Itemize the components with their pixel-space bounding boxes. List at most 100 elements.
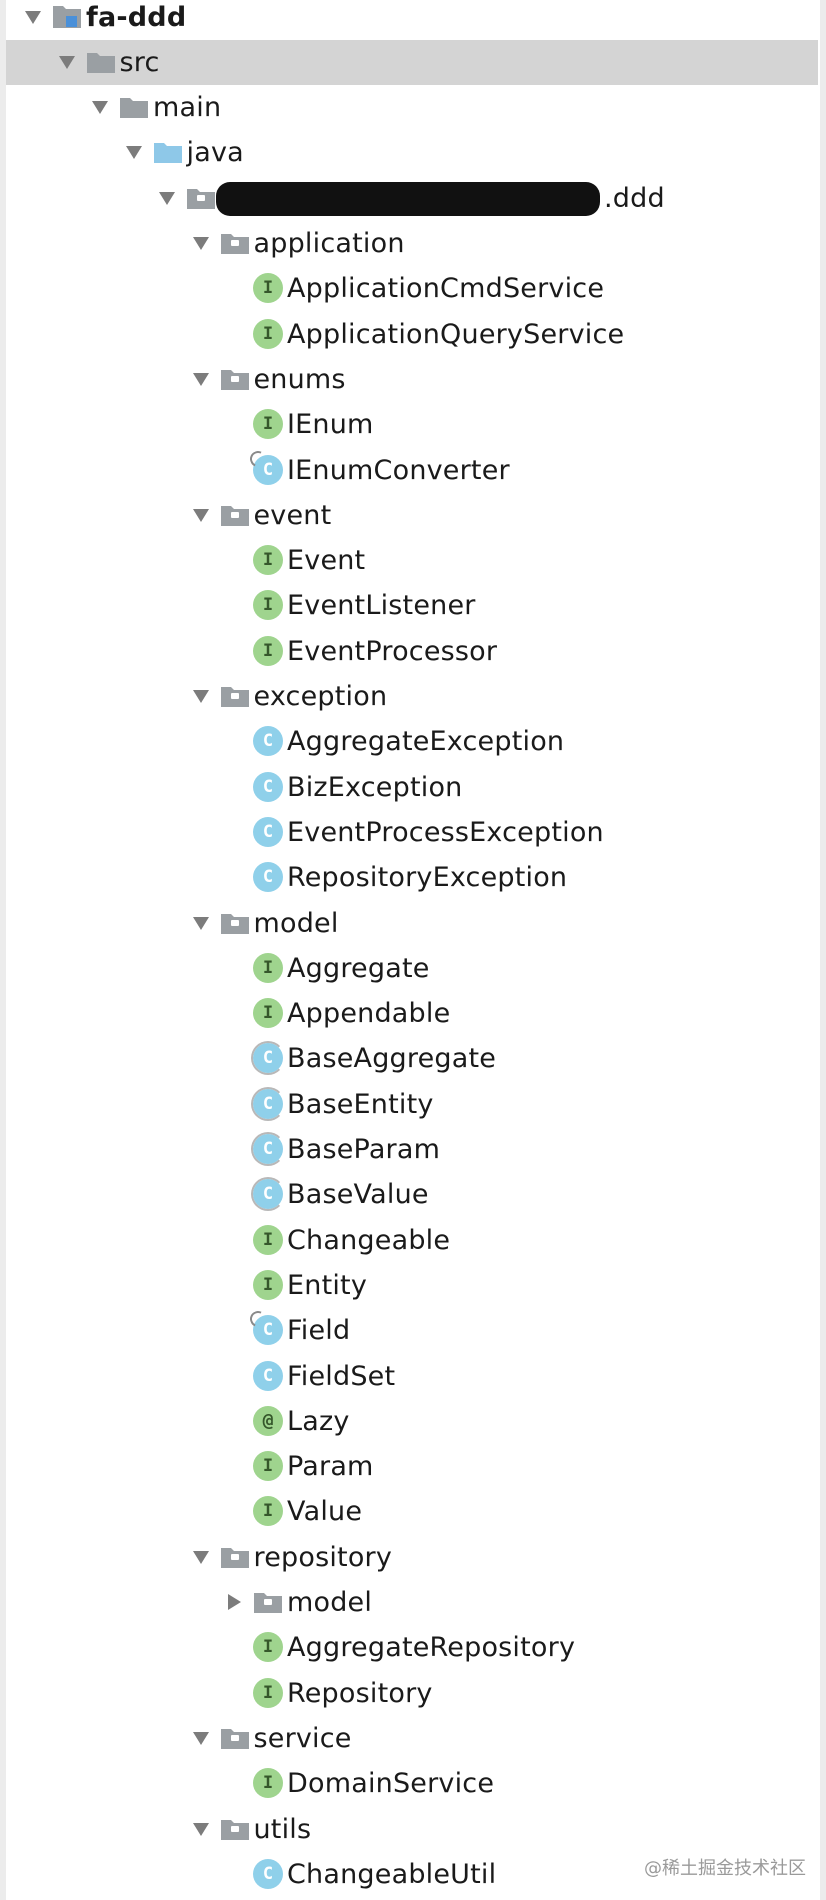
abstract-class-icon: C — [251, 1041, 285, 1076]
tree-item-label: BizException — [287, 771, 463, 803]
abstract-class-icon: C — [251, 1086, 285, 1121]
tree-row[interactable]: java — [6, 130, 818, 175]
folder-icon — [86, 47, 116, 77]
tree-item-label: BaseParam — [287, 1134, 441, 1165]
tree-row[interactable]: service — [6, 1716, 818, 1761]
collapse-arrow-icon[interactable] — [190, 1727, 212, 1749]
interface-icon: I — [253, 635, 283, 666]
interface-icon: I — [253, 1224, 283, 1255]
tree-row[interactable]: @Lazy — [6, 1399, 818, 1444]
package-icon — [253, 1587, 283, 1617]
collapse-arrow-icon[interactable] — [89, 96, 111, 118]
package-icon — [220, 1723, 250, 1753]
interface-icon: I — [253, 1496, 283, 1527]
class-icon: C — [253, 816, 283, 847]
tree-item-label: ChangeableUtil — [287, 1858, 497, 1890]
collapse-arrow-icon[interactable] — [123, 141, 145, 163]
tree-row[interactable]: event — [6, 493, 818, 538]
tree-item-label: BaseEntity — [287, 1088, 434, 1120]
interface-icon: I — [253, 545, 283, 576]
tree-item-label: src — [119, 46, 160, 78]
tree-row[interactable]: utils — [6, 1807, 818, 1852]
tree-row[interactable]: .ddd — [6, 176, 818, 221]
tree-item-label: Aggregate — [287, 952, 430, 984]
class-icon: C — [253, 771, 283, 802]
expand-arrow-icon[interactable] — [223, 1591, 245, 1613]
collapse-arrow-icon[interactable] — [190, 1546, 212, 1568]
tree-row[interactable]: application — [6, 221, 818, 266]
interface-icon: I — [253, 1451, 283, 1482]
tree-item-label: Changeable — [287, 1224, 451, 1256]
tree-item-label: AggregateRepository — [287, 1632, 576, 1664]
tree-item-label: EventProcessor — [287, 635, 498, 667]
collapse-arrow-icon[interactable] — [190, 1818, 212, 1840]
tree-item-label: model — [287, 1587, 373, 1618]
tree-row[interactable]: repository — [6, 1535, 818, 1580]
tree-item-label: Param — [287, 1451, 374, 1483]
tree-item-label: RepositoryException — [287, 862, 568, 894]
tree-item-label: service — [253, 1722, 352, 1754]
tree-item-label: Event — [287, 545, 366, 577]
collapse-arrow-icon[interactable] — [190, 368, 212, 390]
interface-icon: I — [253, 409, 283, 440]
interface-icon: I — [253, 590, 283, 621]
interface-icon: I — [253, 1768, 283, 1799]
tree-row[interactable]: src — [6, 39, 818, 85]
tree-item-label: Value — [287, 1496, 363, 1528]
tree-row[interactable]: exception — [6, 674, 818, 719]
collapse-arrow-icon[interactable] — [190, 504, 212, 526]
tree-item-label: event — [253, 499, 332, 531]
tree-row[interactable]: model — [6, 901, 818, 946]
interface-icon: I — [253, 1269, 283, 1300]
tree-item-label: enums — [253, 363, 346, 395]
tree-item-label: EventListener — [287, 590, 476, 622]
tree-row[interactable]: fa-ddd — [6, 0, 818, 40]
collapse-arrow-icon[interactable] — [22, 6, 44, 28]
tree-item-label: EventProcessException — [287, 816, 604, 848]
collapse-arrow-icon[interactable] — [156, 187, 178, 209]
tree-item-label: java — [186, 137, 244, 169]
package-icon — [220, 1814, 250, 1844]
collapse-arrow-icon[interactable] — [56, 51, 78, 73]
tree-item-label: FieldSet — [287, 1360, 396, 1392]
collapse-arrow-icon[interactable] — [190, 232, 212, 254]
tree-item-label: ApplicationQueryService — [287, 318, 625, 350]
package-icon — [220, 908, 250, 938]
collapse-arrow-icon[interactable] — [190, 685, 212, 707]
tree-item-label: Appendable — [287, 998, 451, 1030]
collapse-arrow-icon[interactable] — [190, 912, 212, 934]
tree-item-label: Repository — [287, 1677, 433, 1709]
tree-item-label: .ddd — [604, 182, 665, 214]
tree-row[interactable]: main — [6, 85, 818, 130]
tree-row[interactable]: enums — [6, 357, 818, 402]
tree-row[interactable]: model — [6, 1580, 818, 1625]
tree-item-label: Field — [287, 1315, 351, 1347]
